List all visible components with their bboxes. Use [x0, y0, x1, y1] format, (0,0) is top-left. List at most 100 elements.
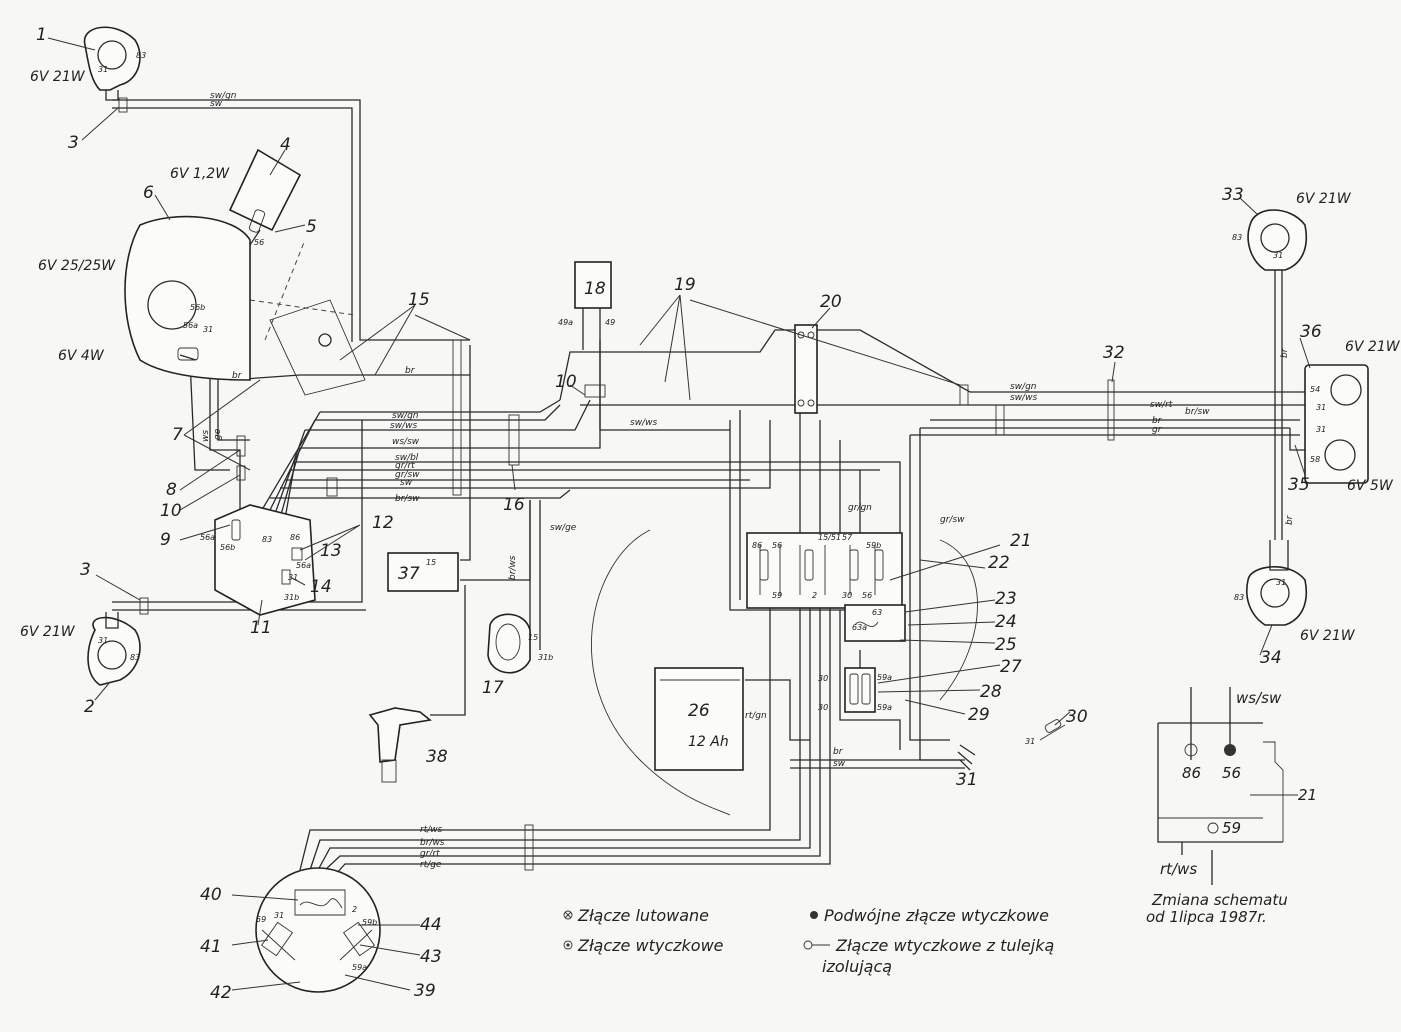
num-9: 9: [160, 530, 171, 550]
wire-label: sw/gn: [210, 91, 237, 101]
rating-1: 6V 21W: [30, 69, 86, 85]
wire-label: br/sw: [395, 494, 420, 504]
terminal-label: 54: [1310, 385, 1320, 394]
wire-label: gr/rt: [395, 461, 415, 471]
terminal-label: 59: [256, 915, 266, 924]
num-43: 43: [420, 947, 442, 967]
ground-31: [957, 744, 976, 771]
num-27: 27: [1000, 657, 1022, 677]
legend: Złącze lutowane Złącze wtyczkowe Podwójn…: [563, 906, 1054, 976]
wire-label: sw/gn: [392, 411, 419, 421]
num-3-top: 3: [68, 133, 79, 153]
wire-label: sw: [833, 759, 846, 769]
num-31: 31: [956, 770, 978, 790]
num-32: 32: [1103, 343, 1125, 363]
terminal-label: 56: [862, 591, 872, 600]
num-11: 11: [250, 618, 272, 638]
wire-label: br: [1152, 416, 1163, 426]
num-35: 35: [1288, 475, 1310, 495]
num-22: 22: [988, 553, 1010, 573]
num-10-left: 10: [160, 501, 182, 521]
lamp-1: [83, 26, 141, 101]
num-36: 36: [1300, 322, 1322, 342]
cable-sleeves: [118, 97, 1115, 871]
wire-label: sw/gn: [1010, 382, 1037, 392]
wire-label: br: [1280, 347, 1290, 358]
wire-label: sw: [400, 478, 413, 488]
wire-label: br: [1285, 514, 1295, 525]
terminal-label: 83: [136, 51, 146, 60]
terminal-label: 15: [528, 633, 538, 642]
stop-switch-30: [1044, 719, 1062, 733]
terminal-label: 31: [1316, 425, 1326, 434]
num-6: 6: [143, 183, 154, 203]
num-26: 26: [688, 701, 710, 721]
relay-23: [844, 604, 906, 642]
num-25: 25: [995, 635, 1017, 655]
rating-34: 6V 21W: [1300, 628, 1356, 644]
lamp-34: [1246, 540, 1307, 626]
rear-light-36: [1304, 364, 1369, 484]
terminal-label: 30: [818, 674, 828, 683]
legend-sleeve: Złącze wtyczkowe z tulejką izolującą: [803, 936, 1054, 976]
terminal-label: 56a: [296, 561, 311, 570]
wire-label: br: [232, 371, 243, 381]
terminal-label: 56b: [190, 303, 205, 312]
inset-terminal-59: 59: [1222, 819, 1241, 837]
num-8: 8: [166, 480, 177, 500]
num-41: 41: [200, 937, 222, 957]
wire-label: gr/sw: [940, 515, 965, 525]
terminal-label: 56: [772, 541, 782, 550]
num-40: 40: [200, 885, 222, 905]
inset-terminal-56: 56: [1222, 764, 1241, 782]
num-37: 37: [398, 564, 420, 584]
terminal-label: 59: [772, 591, 782, 600]
wire-label: rt/ge: [420, 860, 442, 870]
wire-label: br: [833, 747, 844, 757]
terminal-label: 2: [812, 591, 817, 600]
num-24: 24: [995, 612, 1017, 632]
lamp-ratings: 6V 21W 6V 21W 6V 21W 6V 21W 6V 21W 6V 1,…: [20, 69, 1401, 750]
terminal-label: 63: [872, 608, 882, 617]
inset-terminal-86: 86: [1182, 764, 1201, 782]
num-17: 17: [482, 678, 504, 698]
num-3-bottom: 3: [80, 560, 91, 580]
wire-label: gr/sw: [395, 470, 420, 480]
rating-6-parking: 6V 4W: [58, 348, 105, 364]
relay-18: [574, 261, 612, 330]
rating-battery: 12 Ah: [688, 734, 729, 750]
wire-label: sw/rt: [1150, 400, 1173, 410]
num-28: 28: [980, 682, 1002, 702]
lamp-4: [228, 148, 302, 233]
num-19: 19: [674, 275, 696, 295]
inset-wire-bottom: rt/ws: [1160, 860, 1197, 878]
inset-note-line-1: Zmiana schematu: [1151, 891, 1288, 909]
wire-label: sw: [210, 99, 223, 109]
terminal-label: 30: [818, 703, 828, 712]
terminal-label: 59b: [362, 918, 377, 927]
num-23: 23: [995, 589, 1017, 609]
num-30: 30: [1066, 707, 1088, 727]
terminal-label: 59b: [866, 541, 881, 550]
terminal-label: 31: [1276, 578, 1286, 587]
terminal-label: 31: [98, 65, 108, 74]
terminal-label: 15/51: [818, 533, 841, 542]
num-16: 16: [503, 495, 525, 515]
inset-revision: ws/sw rt/ws 86 56 59 21 Zmiana schematu …: [1146, 687, 1317, 926]
terminal-label: 49: [605, 318, 615, 327]
wire-label: sw/ge: [550, 523, 577, 533]
legend-soldered: Złącze lutowane: [563, 906, 709, 925]
terminal-label: 56b: [220, 543, 235, 552]
num-42: 42: [210, 983, 232, 1003]
terminal-label: 86: [290, 533, 300, 542]
wire-label: br: [405, 366, 416, 376]
wire-label: rt/ws: [420, 825, 443, 835]
terminal-label: 31: [98, 636, 108, 645]
wire-labels: sw/gn sw br br sw/gn sw/ws ws/sw sw/bl g…: [201, 91, 1295, 870]
generator-39: [255, 867, 381, 993]
num-10-mid: 10: [555, 372, 577, 392]
wire-label: ge: [213, 428, 223, 440]
terminal-label: 83: [130, 653, 140, 662]
